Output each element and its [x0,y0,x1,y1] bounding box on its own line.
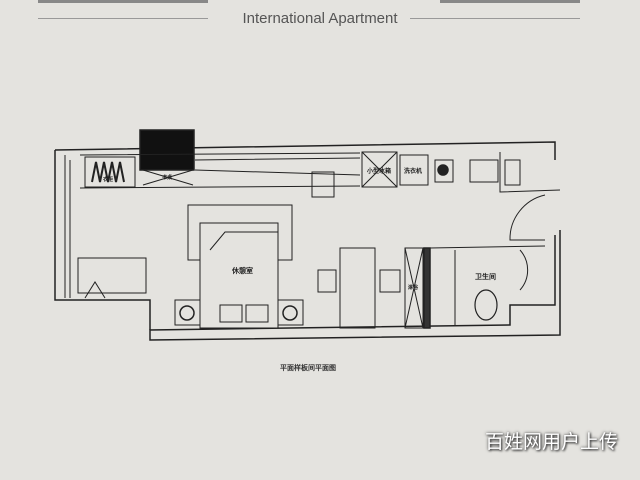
label-lounge: 休憩室 [232,267,253,275]
column-block [139,129,195,171]
label-desk: 书桌 [162,175,173,181]
label-bathroom: 卫生间 [475,273,496,281]
plan-caption: 平面样板间平面图 [280,364,336,372]
page-title: International Apartment [242,10,398,27]
label-shower: 淋浴 [408,285,419,291]
top-border [38,0,208,3]
divider [410,18,580,19]
divider [38,18,208,19]
label-wardrobe: 衣柜 [103,177,114,183]
top-border [440,0,580,3]
watermark: 百姓网用户上传 [484,431,618,453]
label-washer: 洗衣机 [404,168,423,175]
label-fridge: 小型冰箱 [367,168,392,175]
